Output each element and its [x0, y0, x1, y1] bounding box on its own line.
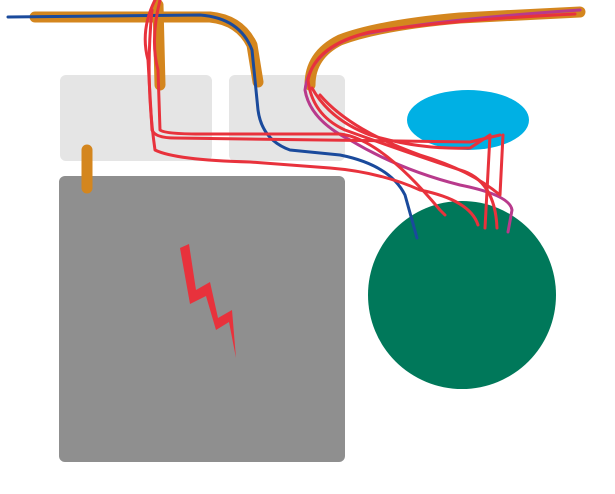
lightning-bolt-icon: [180, 244, 236, 358]
left-light-box: [60, 75, 212, 161]
battery-box: [59, 176, 345, 462]
blue-wire: [6, 13, 419, 240]
red-wire-2: [152, 0, 447, 217]
orange-wire-vertical: [152, 0, 166, 91]
green-circle: [368, 201, 556, 389]
red-wire-4: [306, 12, 577, 230]
red-wire-6: [318, 93, 505, 197]
red-wire-3: [147, 8, 480, 227]
wires: [6, 0, 586, 240]
